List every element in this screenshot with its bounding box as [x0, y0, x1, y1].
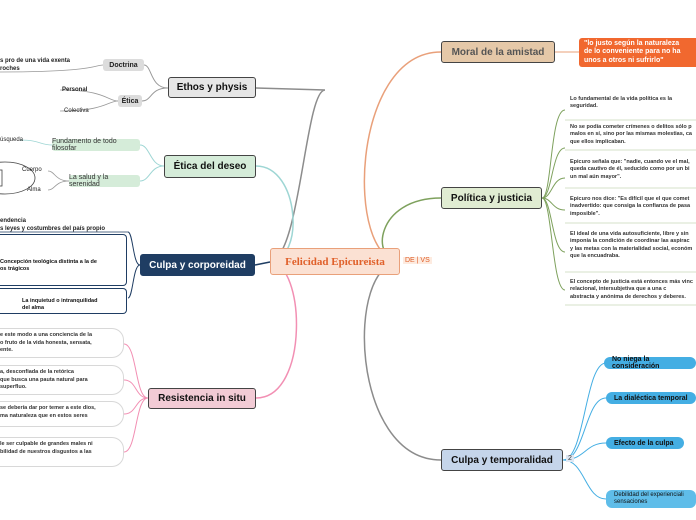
link-ethos: [255, 87, 326, 262]
link-deseo: [255, 165, 294, 262]
link-culpa: [254, 261, 271, 266]
etica-personal[interactable]: Personal: [62, 87, 88, 93]
temporalidad-item[interactable]: La dialéctica temporal: [606, 392, 696, 404]
central-topic[interactable]: Felicidad Epicureista: [270, 248, 400, 275]
topic-etica-deseo[interactable]: Ética del deseo: [164, 155, 256, 178]
amistad-quote[interactable]: "lo justo según la naturaleza de lo conv…: [579, 38, 696, 67]
resistencia-item[interactable]: se debería dar por temer a este dios, ma…: [0, 401, 124, 427]
temporalidad-item[interactable]: Debilidad del experienciali sensaciones: [606, 490, 696, 508]
link-resistencia: [255, 261, 298, 399]
subtopic-etica[interactable]: Ética: [118, 95, 142, 107]
doctrina-text: s pro de una vida exenta roches: [0, 58, 71, 72]
topic-culpa-temporalidad[interactable]: Culpa y temporalidad: [441, 449, 563, 471]
topic-moral-amistad[interactable]: Moral de la amistad: [441, 41, 555, 63]
topic-ethos-physis[interactable]: Ethos y physis: [168, 77, 256, 98]
politica-item[interactable]: Epicuro nos dice: "Es difícil que el que…: [570, 196, 691, 217]
subtopic-doctrina[interactable]: Doctrina: [103, 59, 144, 71]
deseo-cuerpo[interactable]: Cuerpo: [22, 167, 42, 173]
culpa-box-concepcion[interactable]: Concepción teológica distinta a la de os…: [0, 234, 127, 286]
politica-item[interactable]: El concepto de justicia está entonces má…: [570, 279, 693, 300]
politica-item[interactable]: Epicuro señala que: "nadie, cuando ve el…: [570, 159, 690, 180]
culpa-box-inquietud[interactable]: La inquietud o intranquilidad del alma: [0, 288, 127, 314]
central-tag: DE | VS: [403, 257, 432, 264]
etica-colectiva[interactable]: Colectiva: [64, 108, 89, 114]
subtopic-salud-serenidad[interactable]: La salud y la serenidad: [69, 174, 140, 188]
link-temporalidad: [363, 261, 442, 461]
resistencia-item[interactable]: a, desconfiada de la retórica que busca …: [0, 365, 124, 395]
politica-item[interactable]: No se podía cometer crímenes o delitos s…: [570, 124, 692, 145]
resistencia-item[interactable]: e este modo a una conciencia de la o fru…: [0, 328, 124, 358]
topic-politica-justicia[interactable]: Política y justicia: [441, 187, 542, 209]
resistencia-item[interactable]: le ser culpable de grandes males ni bili…: [0, 437, 124, 467]
subtopic-fundamento[interactable]: Fundamento de todo filosofar: [52, 138, 140, 152]
topic-culpa-corporeidad[interactable]: Culpa y corporeidad: [140, 254, 255, 276]
temporalidad-tag: 2: [566, 455, 574, 462]
deseo-busqueda[interactable]: úsqueda: [0, 137, 24, 143]
politica-item[interactable]: Lo fundamental de la vida política es la…: [570, 96, 673, 110]
temporalidad-item[interactable]: No niega la consideración: [604, 356, 696, 370]
temporalidad-item[interactable]: Efecto de la culpa: [606, 437, 684, 449]
topic-resistencia[interactable]: Resistencia in situ: [148, 388, 256, 409]
culpa-trascendencia[interactable]: endencia s leyes y costumbres del país p…: [0, 218, 106, 232]
link-amistad: [363, 51, 442, 262]
politica-item[interactable]: El ideal de una vida autosuficiente, lib…: [570, 231, 693, 260]
deseo-alma[interactable]: Alma: [27, 187, 41, 193]
